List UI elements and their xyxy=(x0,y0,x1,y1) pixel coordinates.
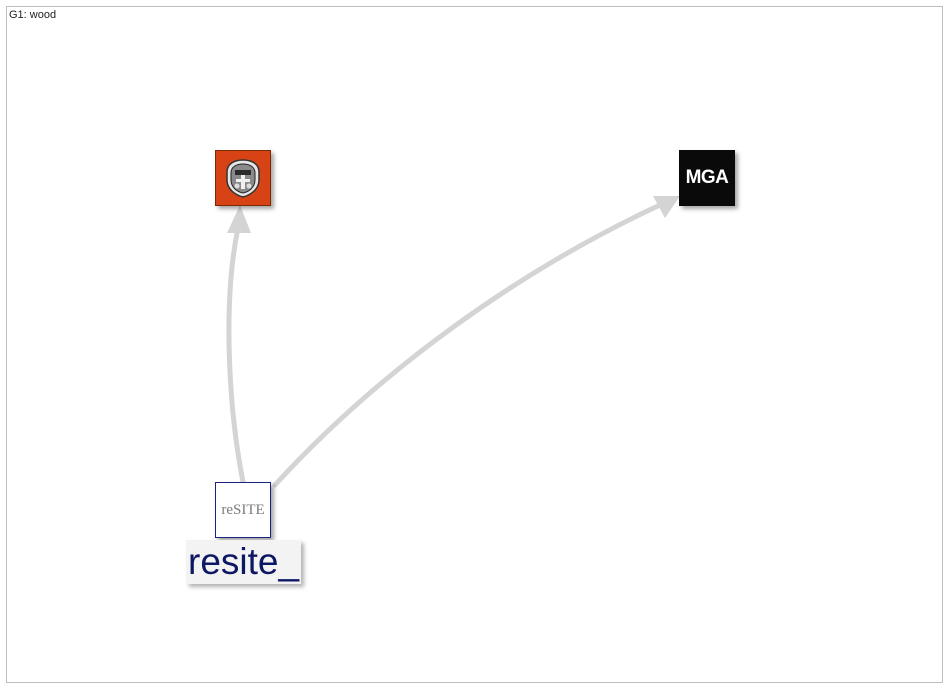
node-label-resite: resite_ xyxy=(186,540,302,584)
resite-logo-text: reSITE xyxy=(221,501,265,518)
node-university[interactable] xyxy=(215,150,271,206)
graph-title: G1: wood xyxy=(9,9,57,21)
edge-arrowhead-university xyxy=(227,205,251,233)
university-crest-icon xyxy=(226,159,260,198)
edge-resite-to-mga xyxy=(272,202,663,488)
mga-logo-text: MGA xyxy=(685,167,729,188)
edge-arrowhead-mga xyxy=(653,196,680,218)
graph-frame xyxy=(6,6,943,683)
edge-resite-to-university xyxy=(226,225,246,485)
node-mga[interactable]: MGA xyxy=(679,150,735,206)
node-resite[interactable]: reSITE xyxy=(215,482,271,538)
